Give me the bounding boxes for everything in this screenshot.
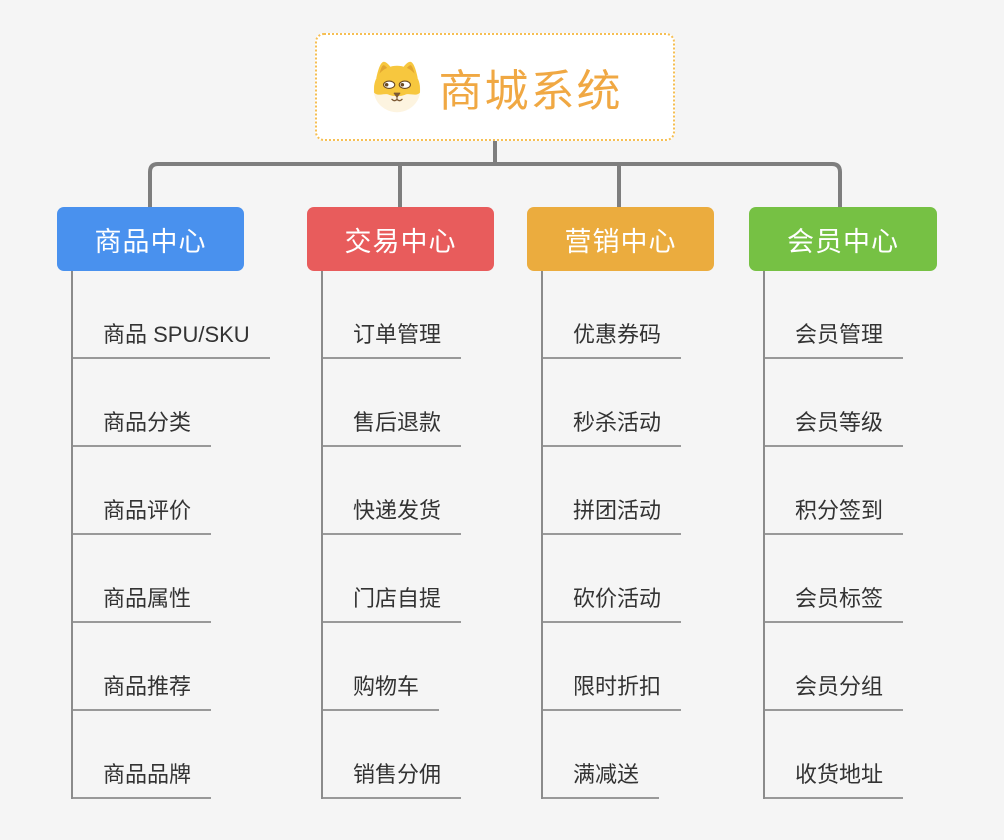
- child-node[interactable]: 会员标签: [765, 586, 904, 623]
- child-node[interactable]: 商品评价: [73, 498, 212, 535]
- child-node[interactable]: 优惠券码: [543, 322, 682, 359]
- child-row: 会员分组: [765, 623, 904, 711]
- child-node[interactable]: 快递发货: [323, 498, 462, 535]
- child-row: 满减送: [543, 711, 681, 799]
- child-node[interactable]: 砍价活动: [543, 586, 682, 623]
- connector-lines: [148, 138, 842, 209]
- child-row: 收货地址: [765, 711, 904, 799]
- child-row: 商品分类: [73, 359, 270, 447]
- child-node[interactable]: 售后退款: [323, 410, 462, 447]
- child-column-marketing-center: 优惠券码 秒杀活动 拼团活动 砍价活动 限时折扣 满减送: [541, 271, 682, 799]
- child-row: 会员标签: [765, 535, 904, 623]
- branch-node-member-center[interactable]: 会员中心: [749, 207, 937, 271]
- child-row: 会员等级: [765, 359, 904, 447]
- child-node[interactable]: 订单管理: [323, 322, 462, 359]
- child-row: 商品评价: [73, 447, 270, 535]
- child-row: 砍价活动: [543, 535, 682, 623]
- child-node[interactable]: 商品属性: [73, 586, 212, 623]
- child-row: 商品品牌: [73, 711, 270, 799]
- child-row: 购物车: [323, 623, 461, 711]
- child-row: 商品 SPU/SKU: [73, 271, 270, 359]
- child-row: 拼团活动: [543, 447, 682, 535]
- child-node[interactable]: 秒杀活动: [543, 410, 682, 447]
- child-node[interactable]: 商品推荐: [73, 674, 212, 711]
- child-node[interactable]: 限时折扣: [543, 674, 682, 711]
- child-row: 优惠券码: [543, 271, 682, 359]
- child-row: 限时折扣: [543, 623, 682, 711]
- child-column-member-center: 会员管理 会员等级 积分签到 会员标签 会员分组 收货地址: [763, 271, 904, 799]
- child-row: 售后退款: [323, 359, 462, 447]
- child-node[interactable]: 商品 SPU/SKU: [73, 322, 270, 359]
- root-node[interactable]: 商城系统: [315, 33, 675, 141]
- child-row: 商品属性: [73, 535, 270, 623]
- child-node[interactable]: 会员等级: [765, 410, 904, 447]
- child-row: 商品推荐: [73, 623, 270, 711]
- branch-node-product-center[interactable]: 商品中心: [57, 207, 244, 271]
- child-row: 秒杀活动: [543, 359, 682, 447]
- child-row: 门店自提: [323, 535, 462, 623]
- child-row: 销售分佣: [323, 711, 462, 799]
- dog-face-icon: [373, 61, 420, 113]
- child-node[interactable]: 会员分组: [765, 674, 904, 711]
- child-node[interactable]: 拼团活动: [543, 498, 682, 535]
- child-node[interactable]: 满减送: [543, 762, 660, 799]
- child-row: 订单管理: [323, 271, 462, 359]
- branch-node-marketing-center[interactable]: 营销中心: [527, 207, 714, 271]
- child-row: 会员管理: [765, 271, 904, 359]
- child-node[interactable]: 会员管理: [765, 322, 904, 359]
- child-row: 积分签到: [765, 447, 904, 535]
- child-column-trade-center: 订单管理 售后退款 快递发货 门店自提 购物车 销售分佣: [321, 271, 462, 799]
- child-node[interactable]: 商品品牌: [73, 762, 212, 799]
- child-node[interactable]: 积分签到: [765, 498, 904, 535]
- root-title: 商城系统: [438, 67, 623, 116]
- child-node[interactable]: 收货地址: [765, 762, 904, 799]
- child-node[interactable]: 销售分佣: [323, 762, 462, 799]
- child-row: 快递发货: [323, 447, 462, 535]
- child-node[interactable]: 商品分类: [73, 410, 212, 447]
- child-column-product-center: 商品 SPU/SKU 商品分类 商品评价 商品属性 商品推荐 商品品牌: [71, 271, 270, 799]
- child-node[interactable]: 购物车: [323, 674, 440, 711]
- branch-node-trade-center[interactable]: 交易中心: [307, 207, 494, 271]
- child-node[interactable]: 门店自提: [323, 586, 462, 623]
